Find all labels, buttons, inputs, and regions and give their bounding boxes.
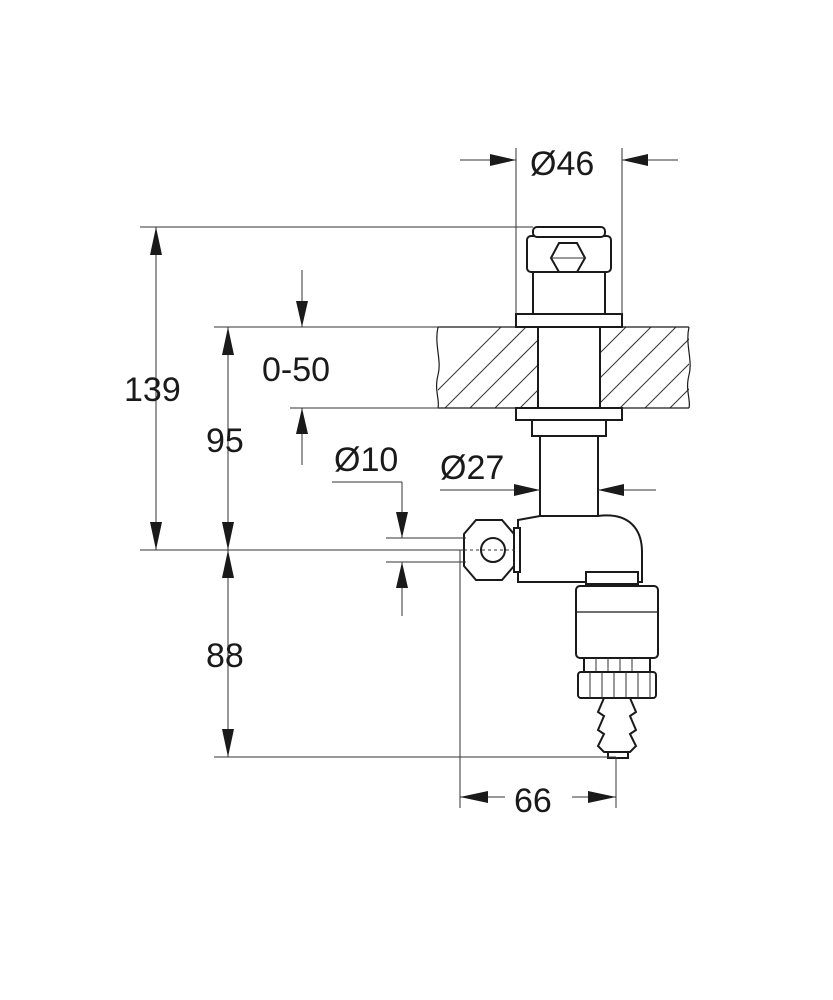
dim-total-height: 139 <box>124 226 533 551</box>
total-height-label: 139 <box>124 371 181 409</box>
dim-top-diameter: Ø46 <box>460 145 678 314</box>
dim-height-below-outlet: 88 <box>206 550 616 758</box>
side-outlet <box>463 519 521 581</box>
valve-stem <box>537 326 601 409</box>
height-above-outlet-label: 95 <box>206 422 244 460</box>
hose-connector <box>575 585 659 759</box>
height-below-outlet-label: 88 <box>206 637 244 675</box>
top-cap <box>515 226 623 328</box>
panel-thickness-label: 0-50 <box>262 351 330 389</box>
dim-body-diameter: Ø27 <box>440 449 656 496</box>
valve-body <box>517 435 643 585</box>
side-diameter-label: Ø10 <box>334 441 398 479</box>
dim-side-diameter: Ø10 <box>332 441 466 616</box>
dim-panel-thickness: 0-50 <box>214 270 438 465</box>
horizontal-reach-label: 66 <box>514 782 552 820</box>
dim-horizontal-reach: 66 <box>459 550 617 820</box>
body-diameter-label: Ø27 <box>440 449 504 487</box>
top-diameter-label: Ø46 <box>530 145 594 183</box>
lower-nut <box>515 407 623 437</box>
dim-height-above-outlet: 95 <box>206 327 244 550</box>
